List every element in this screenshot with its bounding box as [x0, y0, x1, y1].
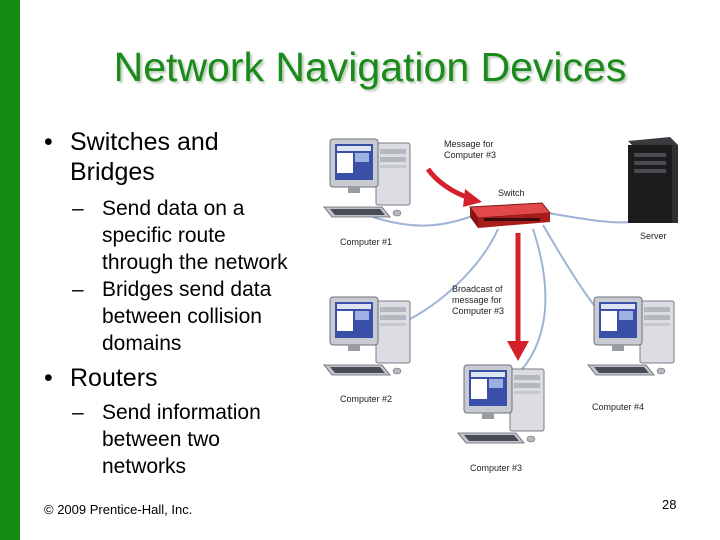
sub-text-line: Send data on a: [102, 197, 245, 220]
message-label-line1: Message for: [444, 139, 494, 149]
computer-4-icon: [587, 296, 675, 376]
slide-title: Network Navigation Devices: [113, 44, 627, 90]
bullet-dot: •: [44, 128, 53, 156]
cable-server: [547, 212, 639, 224]
sub-text-line: Send information: [102, 401, 261, 424]
broadcast-arrow-head: [507, 341, 529, 361]
cable-computer3: [507, 228, 547, 384]
broadcast-label-line3: Computer #3: [452, 306, 504, 316]
sub-text-line: between two: [102, 428, 220, 451]
computer1-label: Computer #1: [340, 237, 392, 247]
cable-computer1: [372, 214, 477, 227]
switch-icon: [469, 202, 551, 228]
computer-2-icon: [323, 296, 411, 376]
message-label-line2: Computer #3: [444, 150, 496, 160]
left-accent-bar: [0, 0, 20, 540]
bullet-text-line1: Routers: [70, 364, 158, 392]
server-icon: [628, 137, 678, 223]
message-arrow-head: [463, 189, 482, 207]
switch-label: Switch: [498, 188, 525, 198]
dash-marker: –: [72, 278, 84, 301]
sub-text-line: specific route: [102, 224, 226, 247]
page-number: 28: [662, 497, 677, 512]
broadcast-label-line1: Broadcast of: [452, 284, 503, 294]
computer4-label: Computer #4: [592, 402, 644, 412]
sub-text-line: domains: [102, 332, 182, 355]
sub-text-line: Bridges send data: [102, 278, 272, 301]
bullet-text-line1: Switches and: [70, 128, 219, 156]
bullet-text-line2: Bridges: [70, 158, 155, 186]
computer2-label: Computer #2: [340, 394, 392, 404]
message-arrow: [425, 167, 471, 201]
dash-marker: –: [72, 197, 84, 220]
computer3-label: Computer #3: [470, 463, 522, 473]
bullet-dot: •: [44, 364, 53, 392]
computer-1-icon: [323, 138, 411, 218]
sub-text-line: networks: [102, 455, 187, 478]
computer-3-icon: [457, 364, 545, 444]
network-diagram: Computer #1 Message for Computer #3 Swit…: [323, 137, 678, 473]
sub-text-line: through the network: [102, 251, 288, 274]
sub-text-line: between collision: [102, 305, 262, 328]
copyright-footer: © 2009 Prentice-Hall, Inc.: [44, 502, 193, 517]
server-label: Server: [640, 231, 667, 241]
broadcast-label-line2: message for: [452, 295, 502, 305]
dash-marker: –: [72, 401, 84, 424]
